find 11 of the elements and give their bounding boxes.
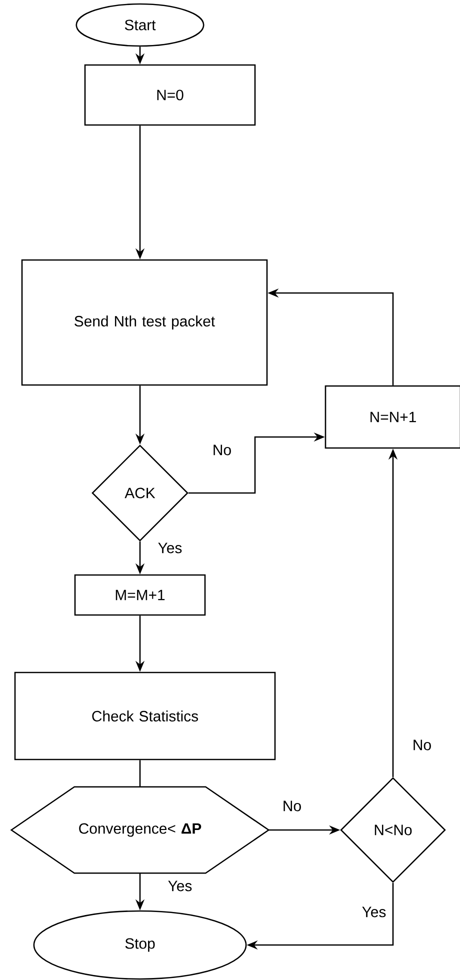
process-box: Check Statistics <box>14 672 276 760</box>
process-box: N=N+1 <box>324 385 460 449</box>
process-box: Send Nth test packet <box>21 259 268 386</box>
edge-label: Yes <box>156 542 184 554</box>
edge-label: No <box>211 444 233 456</box>
edge-label: Yes <box>360 906 388 918</box>
process-box: N=0 <box>84 64 256 126</box>
process-box: M=M+1 <box>74 574 206 616</box>
edge-label: Yes <box>166 880 194 892</box>
edge-label: No <box>411 738 433 752</box>
edge-label: No <box>281 800 303 812</box>
